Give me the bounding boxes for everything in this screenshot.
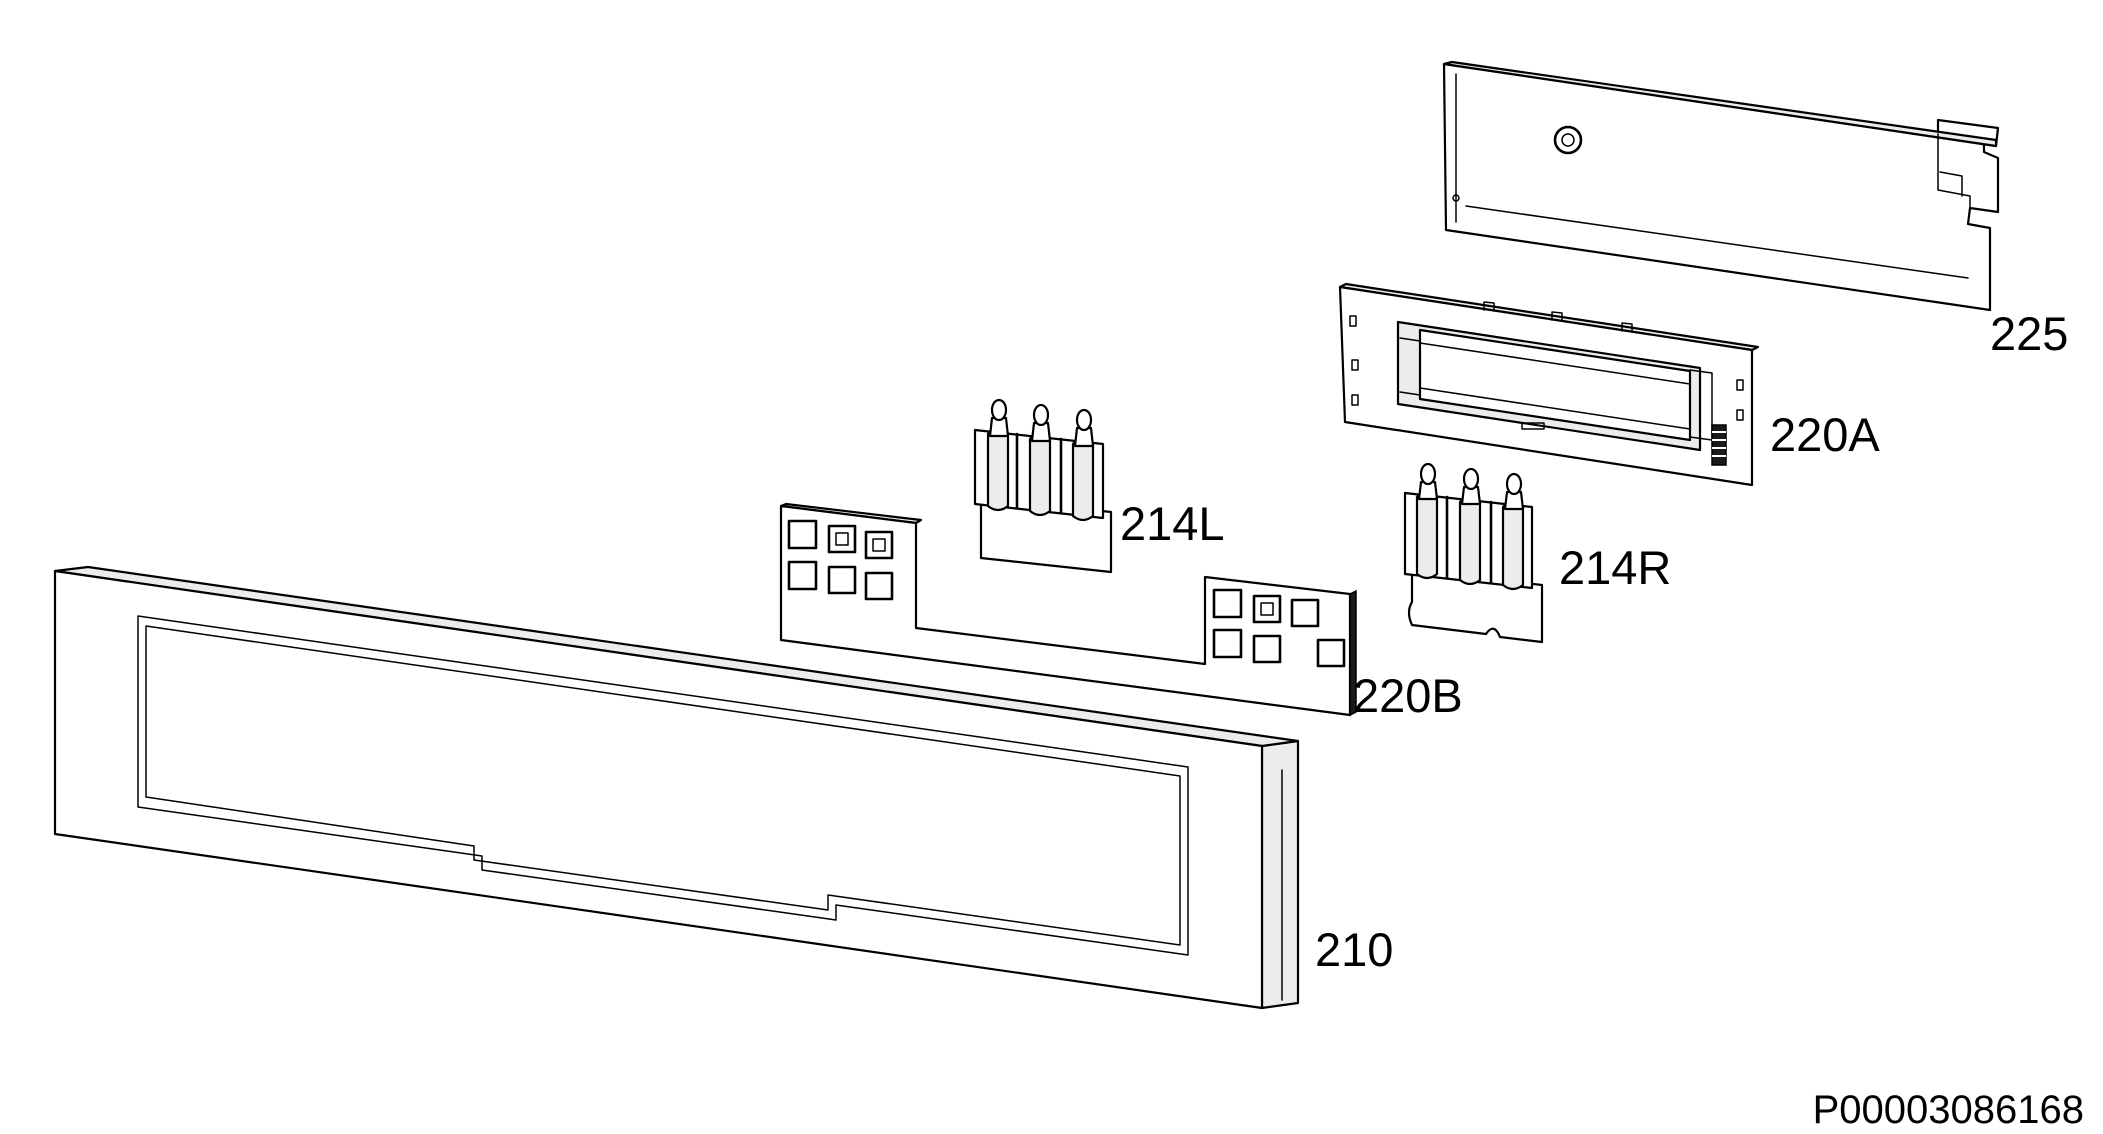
part-214l-button-holder-left [973, 398, 1113, 574]
label-214r: 214R [1559, 541, 1671, 594]
part-214r-button-holder-right [1403, 462, 1544, 644]
drawing-code: P00003086168 [1813, 1088, 2084, 1132]
keypad-right-group [1212, 588, 1346, 668]
part-220b-touch-foil [779, 502, 1357, 717]
label-220a: 220A [1770, 408, 1880, 461]
part-225-cover-housing [1442, 60, 2000, 312]
pcb-connector [1711, 424, 1727, 466]
label-225: 225 [1990, 307, 2068, 360]
keypad-left-group [787, 519, 894, 601]
label-214l: 214L [1120, 497, 1225, 550]
label-210: 210 [1315, 923, 1393, 976]
label-220b: 220B [1353, 669, 1463, 722]
part-210-front-panel [53, 565, 1300, 1010]
part-220a-display-pcb [1338, 282, 1760, 487]
